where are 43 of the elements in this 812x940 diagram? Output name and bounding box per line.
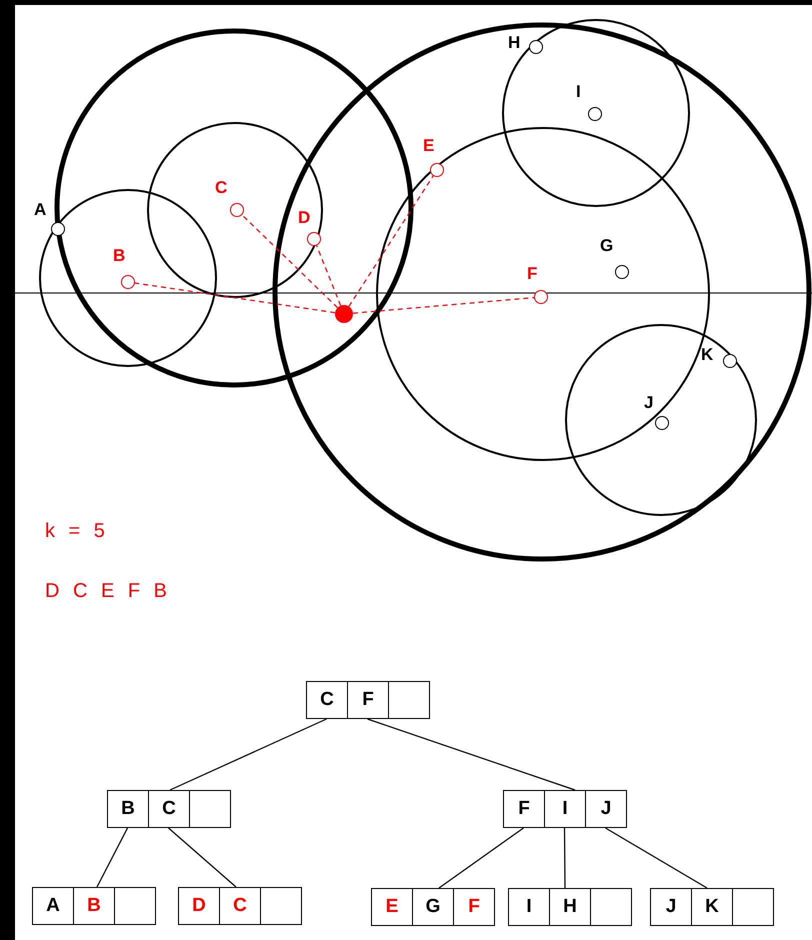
dashed-line: [352, 297, 534, 314]
key-cell: I: [508, 888, 550, 926]
key-cell: E: [371, 888, 413, 926]
dashed-line: [134, 282, 336, 314]
key-cell: H: [549, 888, 591, 926]
key-cell: K: [691, 888, 733, 926]
key-cell: F: [503, 790, 545, 828]
tree-link: [168, 828, 236, 888]
key-cell: I: [544, 790, 586, 828]
point-label: J: [644, 394, 654, 411]
point-label: A: [34, 201, 46, 218]
tree-link: [438, 828, 524, 888]
point-label: G: [600, 237, 614, 254]
key-cell: F: [347, 681, 389, 719]
tree-link: [367, 718, 576, 791]
note-text: D C E F B: [45, 579, 168, 604]
point-label: B: [113, 247, 126, 264]
key-cell: A: [32, 887, 74, 925]
key-cell: D: [178, 887, 220, 925]
point-label: F: [527, 265, 538, 282]
key-cell: B: [107, 790, 149, 828]
point-label: D: [298, 209, 310, 226]
key-cell: C: [219, 887, 261, 925]
tree-link: [170, 718, 327, 791]
point-label: I: [576, 83, 581, 100]
key-cell: J: [585, 790, 627, 828]
key-cell: B: [73, 887, 115, 925]
tree-link: [96, 828, 128, 888]
point-label: H: [508, 34, 520, 51]
key-cell: J: [650, 888, 692, 926]
point-label: E: [423, 137, 434, 154]
tree-link: [605, 827, 708, 889]
tree-link: [564, 828, 566, 888]
key-cell: G: [412, 888, 454, 926]
point-label: K: [701, 346, 714, 363]
key-cell: C: [306, 681, 348, 719]
point-label: C: [215, 179, 228, 196]
key-cell: F: [453, 888, 495, 926]
key-cell: C: [148, 790, 190, 828]
dashed-line: [242, 214, 338, 308]
dashed-line: [316, 245, 342, 306]
note-text: k = 5: [45, 519, 106, 544]
dashed-line: [348, 176, 434, 307]
